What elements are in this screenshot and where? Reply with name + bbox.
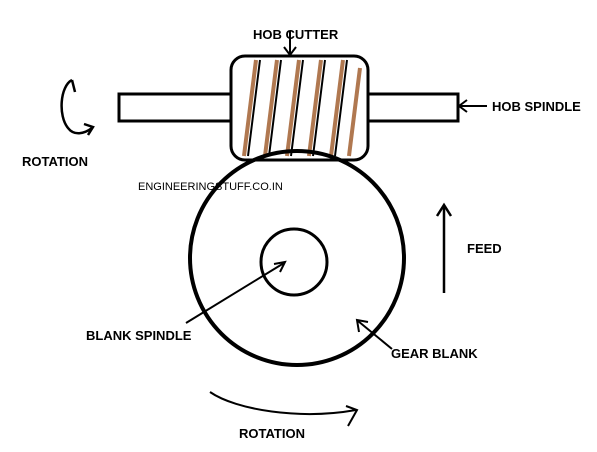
hob-thread <box>263 59 279 157</box>
blank-spindle-arrow <box>185 260 287 324</box>
rotation-left-arrow <box>60 78 95 136</box>
blank-spindle-label: BLANK SPINDLE <box>86 328 192 343</box>
blank-spindle-circle <box>259 227 329 297</box>
rotation-bottom-label: ROTATION <box>239 426 305 441</box>
gear-blank-label: GEAR BLANK <box>391 346 478 361</box>
hob-cutter <box>229 54 370 162</box>
rotation-left-label: ROTATION <box>22 154 88 169</box>
hob-thread <box>347 67 362 157</box>
website-label: ENGINEERINGSTUFF.CO.IN <box>138 181 283 193</box>
feed-label: FEED <box>467 241 502 256</box>
hob-thread <box>268 59 282 157</box>
hob-thread <box>312 59 326 157</box>
hob-cutter-arrow <box>283 31 297 57</box>
hob-spindle-arrow <box>457 99 487 113</box>
hob-cutter-threads <box>242 59 362 157</box>
hob-cutter-label: HOB CUTTER <box>253 27 339 42</box>
hob-thread <box>285 59 301 157</box>
hob-thread <box>290 59 304 157</box>
hob-thread <box>247 59 261 157</box>
rotation-bottom-arrow <box>209 391 359 427</box>
gear-blank-arrow <box>355 318 393 350</box>
hob-thread <box>329 59 345 157</box>
hob-thread <box>334 59 348 157</box>
hob-spindle-label: HOB SPINDLE <box>492 99 581 114</box>
feed-arrow <box>435 202 453 293</box>
hob-thread <box>242 59 258 157</box>
gear-blank-circle <box>188 149 406 367</box>
hob-thread <box>307 59 323 157</box>
